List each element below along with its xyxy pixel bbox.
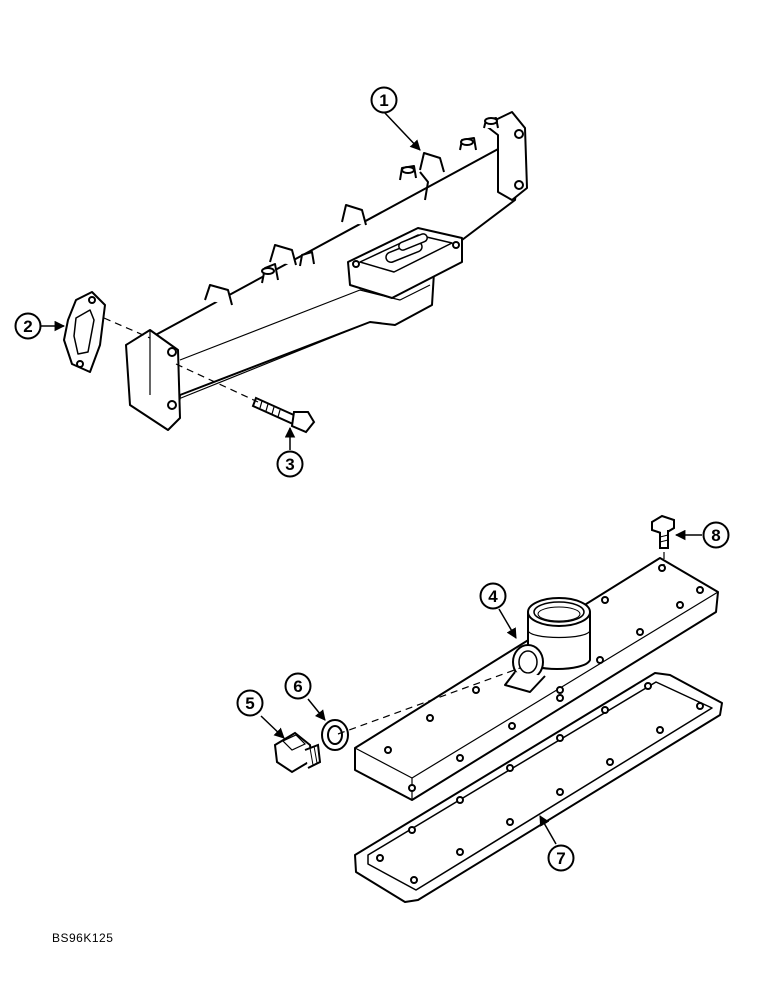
callout-4: 4 <box>479 582 507 610</box>
o-ring-seal <box>321 719 349 751</box>
callout-7: 7 <box>547 844 575 872</box>
svg-text:8: 8 <box>711 526 720 545</box>
callout-1: 1 <box>370 86 398 114</box>
svg-text:7: 7 <box>556 849 565 868</box>
pipe-plug <box>273 731 322 774</box>
callout-8: 8 <box>702 521 730 549</box>
svg-text:3: 3 <box>285 455 294 474</box>
assembly-lines <box>103 317 665 735</box>
manifold-bolt <box>251 396 316 434</box>
callout-5: 5 <box>236 689 264 717</box>
callout-2: 2 <box>14 312 42 340</box>
callout-3: 3 <box>276 450 304 478</box>
figure-reference-code: BS96K125 <box>52 931 114 945</box>
svg-text:4: 4 <box>488 587 498 606</box>
svg-text:5: 5 <box>245 694 254 713</box>
cover-screw <box>651 514 675 549</box>
manifold-gasket <box>63 291 106 373</box>
svg-text:1: 1 <box>379 91 388 110</box>
exhaust-manifold <box>125 111 528 431</box>
svg-text:6: 6 <box>293 677 302 696</box>
cover-plate <box>354 557 719 801</box>
svg-text:2: 2 <box>23 317 32 336</box>
leader-lines <box>41 111 702 845</box>
cover-gasket <box>354 672 723 903</box>
callout-6: 6 <box>284 672 312 700</box>
